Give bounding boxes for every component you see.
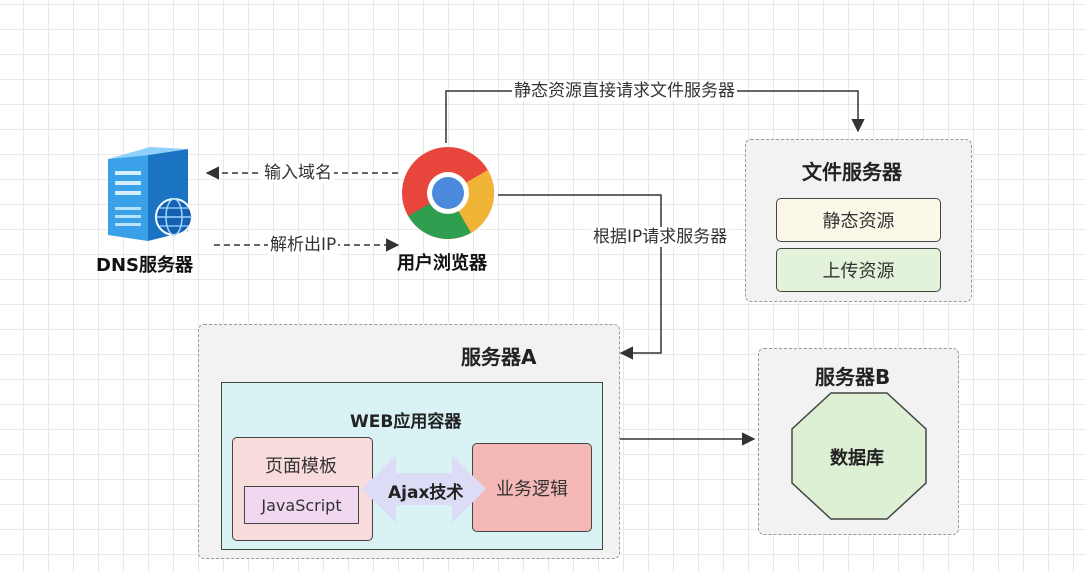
edge-label-static-direct: 静态资源直接请求文件服务器 (512, 81, 737, 101)
server-tower-icon (108, 147, 193, 241)
ajax-double-arrow-icon (362, 455, 486, 523)
edge-label-resolve-ip: 解析出IP (268, 235, 339, 255)
business-logic-box: 业务逻辑 (472, 443, 592, 532)
dns-server-node: DNS服务器 (96, 145, 206, 276)
edge-label-request-by-ip: 根据IP请求服务器 (591, 227, 730, 247)
dns-server-label: DNS服务器 (96, 255, 193, 276)
server-a-group: 服务器A WEB应用容器 页面模板 JavaScript 业务逻辑 Ajax技术 (198, 324, 620, 559)
browser-label: 用户浏览器 (397, 253, 487, 274)
server-b-title: 服务器B (815, 365, 891, 389)
page-template-label: 页面模板 (265, 456, 337, 477)
browser-node: 用户浏览器 (393, 143, 503, 274)
page-template-box: 页面模板 JavaScript (232, 437, 373, 541)
database-octagon-shape (791, 392, 927, 520)
edge-label-input-domain: 输入域名 (262, 163, 334, 183)
web-container-box: WEB应用容器 页面模板 JavaScript 业务逻辑 Ajax技术 (221, 382, 603, 550)
ajax-label: Ajax技术 (388, 483, 464, 503)
edge-request-by-ip (498, 194, 662, 360)
chrome-browser-icon (402, 147, 494, 239)
database-label: 数据库 (830, 448, 884, 469)
server-b-group: 服务器B 数据库 (758, 348, 959, 535)
javascript-box: JavaScript (244, 486, 359, 524)
file-server-group: 文件服务器 静态资源 上传资源 (745, 139, 972, 302)
upload-resource-box: 上传资源 (776, 248, 941, 292)
static-resource-box: 静态资源 (776, 198, 941, 242)
web-container-title: WEB应用容器 (350, 412, 462, 432)
file-server-title: 文件服务器 (802, 160, 902, 184)
server-a-title: 服务器A (461, 345, 537, 369)
